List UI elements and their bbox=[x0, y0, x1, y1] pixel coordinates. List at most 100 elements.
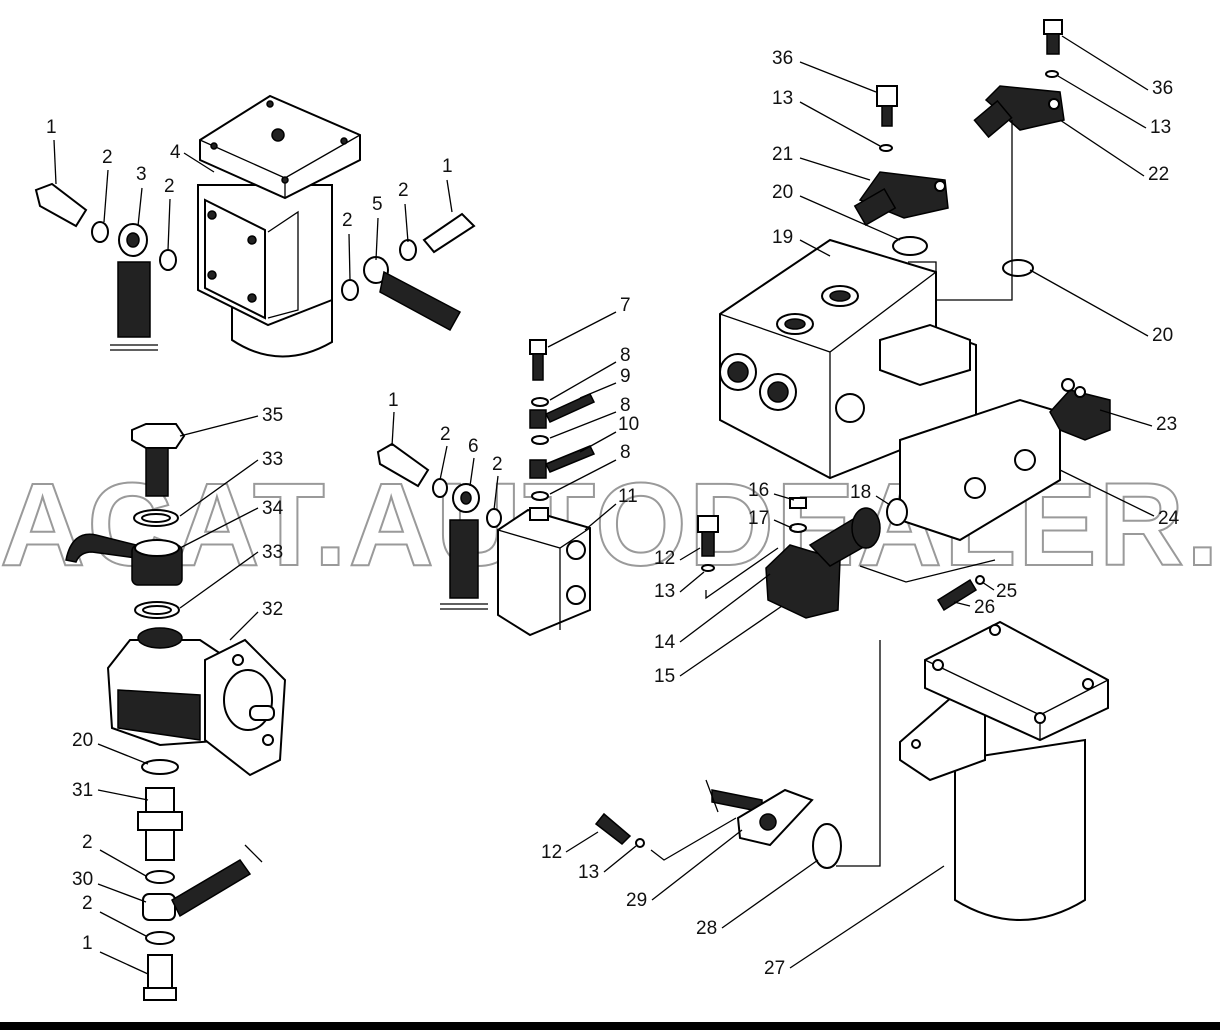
leader-line-c13b bbox=[1057, 75, 1147, 129]
callout-19: 19 bbox=[772, 227, 793, 248]
leader-line-c1c bbox=[391, 411, 395, 447]
part-20-o-ring-b bbox=[1002, 259, 1034, 277]
callout-14: 14 bbox=[654, 632, 676, 653]
leader-line-c16 bbox=[773, 493, 795, 501]
part-12-13-bolt-washer-filter bbox=[594, 812, 645, 848]
leader-line-c12a bbox=[679, 547, 701, 561]
leader-line-c18 bbox=[875, 495, 891, 506]
leader-line-c8b bbox=[549, 411, 617, 439]
callout-12: 12 bbox=[541, 842, 562, 863]
leader-line-c33a bbox=[179, 459, 259, 517]
callout-36: 36 bbox=[1152, 78, 1173, 99]
part-33-washer-bottom bbox=[134, 601, 180, 619]
callout-21: 21 bbox=[772, 144, 793, 165]
leader-line-c2e bbox=[439, 445, 448, 481]
callout-13: 13 bbox=[1150, 117, 1171, 138]
leader-line-c2a bbox=[103, 169, 109, 223]
part-16-17-plug-washer bbox=[789, 497, 807, 533]
part-34-banjo-fitting bbox=[65, 533, 183, 586]
leader-line-c2d bbox=[404, 203, 409, 243]
callout-labels: 1232412527898108111262353334333220312302… bbox=[46, 48, 1180, 979]
leader-line-c13c bbox=[679, 571, 705, 593]
callout-26: 26 bbox=[974, 597, 995, 618]
part-12-13-bolt-washer bbox=[697, 515, 719, 572]
leader-lines-14 bbox=[705, 547, 996, 600]
leader-line-c10 bbox=[579, 431, 617, 453]
part-25-26-bolt-washer bbox=[936, 575, 985, 612]
callout-8: 8 bbox=[620, 345, 631, 366]
part-28-o-ring bbox=[812, 823, 842, 869]
part-19-valve-body bbox=[719, 238, 977, 480]
part-29-elbow-flange bbox=[705, 779, 814, 847]
callout-22: 22 bbox=[1148, 164, 1169, 185]
leader-line-c34 bbox=[179, 507, 259, 549]
leader-line-c29 bbox=[651, 829, 743, 901]
leader-line-c30 bbox=[97, 883, 147, 903]
leader-line-c19 bbox=[799, 239, 831, 257]
callout-29: 29 bbox=[626, 890, 647, 911]
leader-line-c15 bbox=[679, 605, 783, 677]
leader-line-c13d bbox=[603, 845, 637, 873]
callout-20: 20 bbox=[1152, 325, 1173, 346]
leader-line-c6 bbox=[469, 457, 475, 487]
leader-line-c36a bbox=[799, 61, 877, 93]
leader-line-c20b bbox=[799, 195, 901, 241]
callout-28: 28 bbox=[696, 918, 717, 939]
leader-line-c2b bbox=[167, 198, 171, 251]
callout-32: 32 bbox=[262, 599, 283, 620]
callout-2: 2 bbox=[82, 893, 93, 914]
part-7-bolt bbox=[529, 339, 547, 381]
callout-33: 33 bbox=[262, 449, 283, 470]
leader-line-c1b bbox=[446, 179, 453, 213]
part-36-bolt-left bbox=[876, 85, 898, 127]
callout-20: 20 bbox=[772, 182, 793, 203]
leader-line-c20c bbox=[1029, 269, 1149, 337]
callout-8: 8 bbox=[620, 395, 631, 416]
leader-line-c8a bbox=[549, 361, 617, 401]
part-14-15-elbow-flange bbox=[765, 507, 881, 619]
leader-line-c13a bbox=[799, 101, 881, 147]
part-20-o-ring-pump bbox=[141, 759, 179, 775]
part-36-bolt-right bbox=[1043, 19, 1063, 55]
leader-line-c4 bbox=[183, 152, 215, 173]
callout-1: 1 bbox=[46, 117, 57, 138]
leader-line-c9 bbox=[579, 382, 617, 399]
part-4-reservoir-housing bbox=[197, 94, 361, 358]
leader-line-c35 bbox=[179, 415, 259, 437]
part-30-banjo-and-washers bbox=[142, 844, 263, 1001]
callout-9: 9 bbox=[620, 366, 631, 387]
callout-35: 35 bbox=[262, 405, 283, 426]
leader-line-c24 bbox=[1059, 469, 1155, 517]
part-13-washer-right bbox=[1045, 70, 1059, 78]
leader-line-c1d bbox=[99, 951, 149, 975]
parts-8-9-10-bolts-washers bbox=[529, 393, 596, 501]
leader-line-c8c bbox=[549, 459, 617, 495]
callout-1: 1 bbox=[388, 390, 399, 411]
callout-2: 2 bbox=[102, 147, 113, 168]
part-35-banjo-bolt bbox=[131, 423, 186, 497]
leader-line-c2c bbox=[348, 233, 351, 281]
leader-line-c1a bbox=[53, 139, 57, 185]
leader-line-c20a bbox=[97, 743, 149, 765]
callout-30: 30 bbox=[72, 869, 93, 890]
callout-24: 24 bbox=[1158, 508, 1180, 529]
callout-15: 15 bbox=[654, 666, 675, 687]
part-31-adapter bbox=[137, 787, 183, 861]
part-32-hydraulic-pump bbox=[106, 627, 287, 777]
leader-line-c33b bbox=[179, 551, 259, 609]
callout-7: 7 bbox=[620, 295, 631, 316]
hose-fitting-right bbox=[341, 212, 476, 332]
callout-2: 2 bbox=[492, 454, 503, 475]
callout-20: 20 bbox=[72, 730, 93, 751]
callout-31: 31 bbox=[72, 780, 93, 801]
callout-2: 2 bbox=[164, 176, 175, 197]
part-11-valve-block bbox=[497, 507, 591, 637]
callout-4: 4 bbox=[170, 142, 181, 163]
callout-5: 5 bbox=[372, 194, 383, 215]
leader-line-c2f bbox=[493, 475, 499, 511]
part-22-elbow-flange bbox=[973, 85, 1065, 139]
leader-line-c3 bbox=[137, 187, 143, 227]
part-20-o-ring-a bbox=[892, 236, 928, 256]
